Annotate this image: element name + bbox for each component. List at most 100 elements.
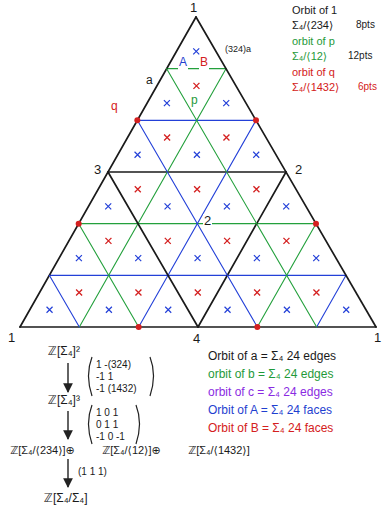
face-label: A — [178, 56, 188, 70]
face-mark — [135, 290, 141, 296]
grid-line — [167, 69, 317, 327]
face-mark — [106, 307, 112, 313]
grid-line — [49, 275, 346, 276]
orbit-count-note: Orbit of a = Σ₄ 24 edges — [208, 350, 336, 364]
vertex-label: 1 — [373, 331, 382, 346]
face-mark — [313, 290, 319, 296]
face-mark — [284, 307, 290, 313]
grid-line — [317, 275, 346, 327]
vertex-dot — [76, 221, 82, 227]
face-mark — [253, 152, 259, 158]
chain-complex-term: 1 0 1 — [96, 407, 118, 419]
face-mark — [195, 290, 201, 296]
face-mark — [225, 307, 231, 313]
face-mark — [105, 238, 111, 244]
vertex-label: 3 — [93, 163, 102, 178]
chain-complex-term: -1 (1432) — [96, 383, 137, 395]
matrix-bracket — [89, 357, 93, 396]
orbit-note: 12pts — [348, 50, 372, 62]
orbit-note: Orbit of 1 — [292, 4, 337, 17]
edge-label: (324)a — [224, 44, 252, 54]
face-mark — [76, 255, 82, 261]
grid-line — [108, 171, 286, 173]
orbit-note: Σ₄/⟨12⟩ — [292, 50, 327, 63]
chain-complex-term: ℤ[Σ₄/⟨12⟩]⊕ — [102, 444, 161, 457]
grid-line — [137, 120, 257, 327]
edge-label: a — [145, 74, 154, 88]
vertex-dot — [313, 221, 319, 227]
face-mark — [223, 100, 229, 106]
face-mark — [164, 135, 170, 141]
face-mark — [165, 307, 171, 313]
chain-complex-term: ℤ[Σ₄/Σ₄] — [44, 492, 88, 506]
face-mark — [194, 152, 200, 158]
map-arrow — [67, 363, 68, 392]
matrix-bracket — [136, 405, 140, 444]
orbit-note: orbit of p — [292, 35, 335, 48]
vertex-dot — [253, 117, 259, 123]
face-mark — [47, 307, 53, 313]
grid-line — [79, 224, 139, 327]
chain-complex-term: -1 0 -1 — [96, 431, 125, 443]
face-mark — [165, 238, 171, 244]
matrix-bracket — [89, 405, 93, 444]
face-mark — [76, 290, 82, 296]
face-mark — [193, 48, 199, 54]
chain-complex-term: 1 -(324) — [96, 359, 131, 371]
face-mark — [253, 186, 259, 192]
face-mark — [135, 255, 141, 261]
face-mark — [193, 83, 199, 89]
chain-complex-term: 0 1 1 — [96, 419, 118, 431]
point-label: q — [110, 100, 119, 114]
orbit-note: Σ₄/⟨234⟩ — [292, 19, 333, 32]
face-mark — [283, 238, 289, 244]
vertex-label: 2 — [294, 163, 303, 178]
chain-complex-term: ℤ[Σ₄]³ — [48, 394, 80, 408]
chain-complex-term: -1 1 — [96, 371, 113, 383]
face-mark — [165, 203, 171, 209]
vertex-dot — [134, 117, 140, 123]
grid-line — [167, 68, 226, 69]
orbit-note: Σ₄/⟨1432⟩ — [292, 81, 339, 94]
chain-complex-term: (1 1 1) — [78, 466, 107, 478]
chain-complex-term: ℤ[Σ₄/⟨1432⟩] — [188, 444, 250, 457]
face-mark — [343, 307, 349, 313]
orbit-note: orbit of q — [292, 66, 335, 79]
face-mark — [283, 203, 289, 209]
grid-line — [79, 69, 226, 327]
grid-line — [49, 275, 79, 327]
grid-line — [196, 17, 376, 327]
face-mark — [105, 203, 111, 209]
chain-complex-term: ℤ[Σ₄/⟨234⟩]⊕ — [10, 444, 75, 457]
orbit-note: 8pts — [356, 19, 375, 31]
face-mark — [254, 290, 260, 296]
chain-complex-term: ℤ[Σ₄]² — [48, 345, 80, 359]
vertex-label: 1 — [7, 331, 16, 346]
map-arrow — [67, 411, 68, 439]
vertex-dot — [254, 324, 260, 330]
orbit-count-note: orbit of c = Σ₄ 24 edges — [208, 386, 333, 400]
vertex-label: 1 — [189, 1, 198, 16]
face-mark — [194, 186, 200, 192]
face-mark — [224, 203, 230, 209]
face-mark — [224, 238, 230, 244]
face-mark — [164, 100, 170, 106]
grid-line — [198, 172, 286, 327]
face-mark — [135, 152, 141, 158]
grid-line — [108, 172, 198, 327]
face-mark — [313, 255, 319, 261]
face-label: B — [199, 56, 209, 70]
face-mark — [135, 186, 141, 192]
matrix-bracket — [150, 357, 154, 396]
orbit-count-note: Orbit of B = Σ₄ 24 faces — [208, 422, 333, 436]
orbit-note: 6pts — [358, 81, 377, 93]
face-mark — [195, 255, 201, 261]
vertex-dot — [136, 324, 142, 330]
face-mark — [254, 255, 260, 261]
map-arrow — [67, 459, 68, 487]
face-mark — [223, 135, 229, 141]
vertex-label: 2 — [203, 214, 212, 229]
orbit-count-note: orbit of b = Σ₄ 24 edges — [208, 368, 333, 382]
orbit-count-note: Orbit of A = Σ₄ 24 faces — [208, 404, 332, 418]
point-label: p — [190, 94, 199, 108]
